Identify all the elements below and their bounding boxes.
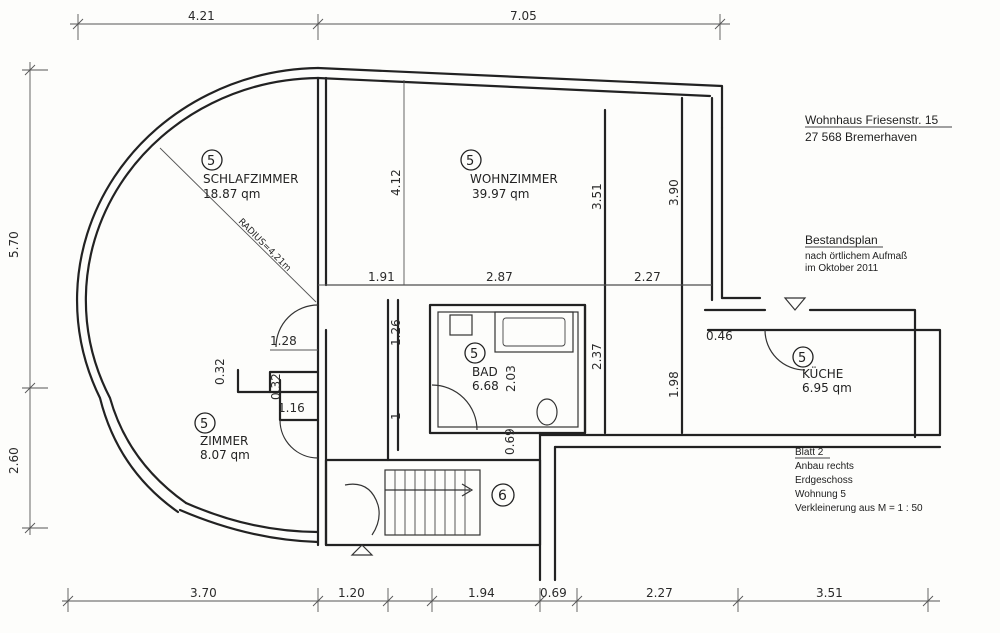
radius-label: RADIUS=4,21m	[236, 217, 293, 274]
dim-bottom-5: 2.27	[646, 586, 673, 600]
room-area: 6.95 qm	[802, 381, 852, 395]
dim-v-032a: 0.32	[213, 358, 227, 385]
room-name: SCHLAFZIMMER	[203, 172, 298, 186]
dim-v-412: 4.12	[389, 169, 403, 196]
exterior-walls	[75, 66, 942, 544]
dim-top-1: 4.21	[188, 9, 215, 23]
sheet-info-block: Blatt 2 Anbau rechts Erdgeschoss Wohnung…	[795, 447, 923, 514]
plan-line-2: im Oktober 2011	[805, 263, 879, 274]
sheet-line-1: Anbau rechts	[795, 461, 854, 472]
room-zimmer: 5 ZIMMER 8.07 qm	[194, 412, 250, 462]
dim-bottom-6: 3.51	[816, 586, 843, 600]
dim-mid-2: 2.87	[486, 270, 513, 284]
stair-number: 6	[491, 483, 515, 507]
dim-v-351: 3.51	[590, 183, 604, 210]
bottom-dimension-chain: 3.70 1.20 1.94 0.69 2.27 3.51	[62, 586, 940, 612]
title-block: Wohnhaus Friesenstr. 15 27 568 Bremerhav…	[805, 113, 952, 144]
room-number: 5	[798, 351, 806, 366]
dim-v-198: 1.98	[667, 371, 681, 398]
room-number-circle	[194, 412, 216, 434]
room-number: 5	[200, 417, 208, 432]
room-name: WOHNZIMMER	[470, 172, 558, 186]
dim-v-069: 0.69	[503, 428, 517, 455]
dim-bottom-1: 3.70	[190, 586, 217, 600]
staircase	[344, 469, 481, 536]
dim-top-2: 7.05	[510, 9, 537, 23]
building-address: 27 568 Bremerhaven	[805, 130, 917, 144]
dim-bottom-3: 1.94	[468, 586, 495, 600]
room-area: 8.07 qm	[200, 448, 250, 462]
dim-v-237: 2.37	[590, 343, 604, 370]
room-schlafzimmer: 5 SCHLAFZIMMER 18.87 qm	[201, 149, 298, 201]
plan-info-block: Bestandsplan nach örtlichem Aufmaß im Ok…	[805, 233, 907, 274]
dim-left-2: 2.60	[7, 447, 21, 474]
room-area: 39.97 qm	[472, 187, 529, 201]
room-area: 6.68	[472, 379, 499, 393]
dim-bottom-4: 0.69	[540, 586, 567, 600]
inner-dimensions: 1.91 2.87 2.27 4.12 3.51 3.90 1.26 2.37 …	[213, 80, 733, 455]
dim-v-032b: 0.32	[269, 373, 283, 400]
dim-h-046: 0.46	[706, 329, 733, 343]
dim-left-1: 5.70	[7, 231, 21, 258]
dim-h-128: 1.28	[270, 334, 297, 348]
dim-v-203: 2.03	[504, 365, 518, 392]
interior-walls	[236, 76, 712, 582]
sheet-blatt: Blatt 2	[795, 447, 824, 458]
building-title: Wohnhaus Friesenstr. 15	[805, 113, 939, 127]
stair-number-label: 6	[498, 488, 507, 504]
dim-mid-3: 2.27	[634, 270, 661, 284]
room-kueche: 5 KÜCHE 6.95 qm	[792, 346, 852, 395]
dim-mid-1: 1.91	[368, 270, 395, 284]
room-name: BAD	[472, 365, 498, 379]
room-area: 18.87 qm	[203, 187, 260, 201]
room-number-circle	[792, 346, 814, 368]
room-number: 5	[207, 154, 215, 169]
dim-v-1: 1	[389, 412, 403, 420]
plan-heading: Bestandsplan	[805, 233, 878, 247]
room-name: ZIMMER	[200, 434, 248, 448]
room-number: 5	[466, 154, 474, 169]
sheet-line-2: Erdgeschoss	[795, 475, 853, 486]
dim-v-126: 1.26	[389, 319, 403, 346]
left-dimension-chain: 5.70 2.60	[7, 62, 48, 535]
top-dimension-chain: 4.21 7.05	[70, 9, 730, 40]
room-wohnzimmer: 5 WOHNZIMMER 39.97 qm	[460, 149, 558, 201]
room-number-circle	[460, 149, 482, 171]
dim-v-390: 3.90	[667, 179, 681, 206]
room-number: 5	[470, 347, 478, 362]
plan-line-1: nach örtlichem Aufmaß	[805, 251, 907, 262]
room-number-circle	[201, 149, 223, 171]
fixtures	[275, 297, 807, 556]
room-bad: 5 BAD 6.68	[464, 342, 499, 393]
room-name: KÜCHE	[802, 365, 843, 381]
room-number-circle	[464, 342, 486, 364]
sheet-line-3: Wohnung 5	[795, 489, 846, 500]
dim-bottom-2: 1.20	[338, 586, 365, 600]
sheet-line-4: Verkleinerung aus M = 1 : 50	[795, 503, 923, 514]
dim-h-116: 1.16	[278, 401, 305, 415]
